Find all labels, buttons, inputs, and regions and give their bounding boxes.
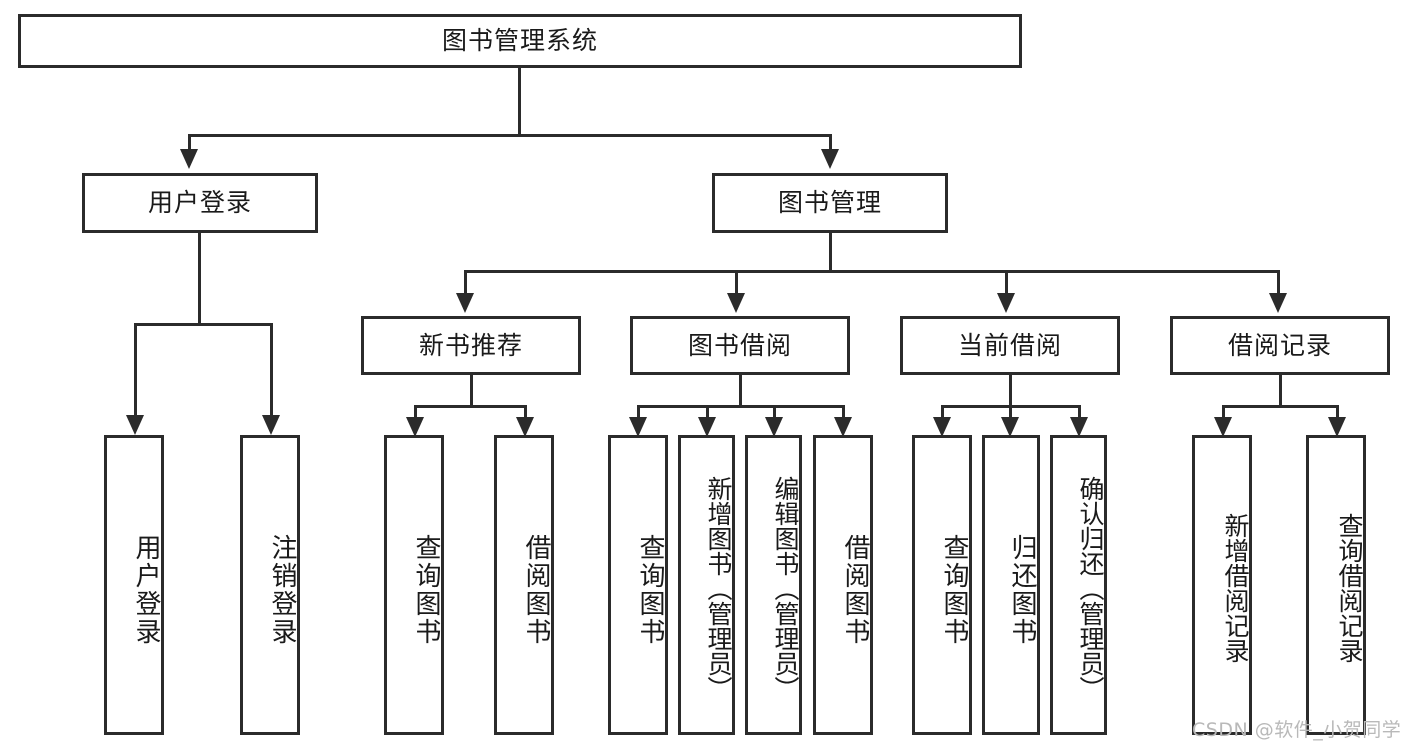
connector-bm-branch-3 <box>1005 270 1008 295</box>
node-label: 注销登录 <box>267 534 297 646</box>
node-label: 新增借阅记录 <box>1221 513 1250 663</box>
arrow-bm-to-borrow-record <box>1269 293 1287 313</box>
connector-user-login-branch-2 <box>270 323 273 417</box>
connector-br-branch-1 <box>1222 405 1225 419</box>
connector-nbr-branch-2 <box>524 405 527 419</box>
csdn-watermark: CSDN @软件_小贺同学 <box>1192 719 1402 741</box>
arrow-user-login-leaf-2 <box>262 415 280 435</box>
leaf-br-query-record[interactable]: 查询借阅记录 <box>1306 435 1366 735</box>
connector-nbr-stem <box>470 375 473 408</box>
node-user-login[interactable]: 用户登录 <box>82 173 318 233</box>
leaf-bb-edit-book-admin[interactable]: 编辑图书（管理员） <box>745 435 802 735</box>
node-label: 查询图书 <box>939 534 969 646</box>
connector-bb-stem <box>739 375 742 408</box>
connector-cb-branch-2 <box>1009 405 1012 419</box>
arrow-root-to-book-management <box>821 149 839 169</box>
arrow-cb-leaf-3 <box>1070 417 1088 437</box>
node-root-book-management-system[interactable]: 图书管理系统 <box>18 14 1022 68</box>
node-label: 新增图书（管理员） <box>704 475 733 701</box>
connector-br-bus <box>1222 405 1339 408</box>
arrow-br-leaf-2 <box>1328 417 1346 437</box>
connector-cb-branch-3 <box>1078 405 1081 419</box>
node-label: 归还图书 <box>1007 534 1037 646</box>
leaf-nbr-borrow-book[interactable]: 借阅图书 <box>494 435 554 735</box>
connector-bm-branch-2 <box>735 270 738 295</box>
arrow-bb-leaf-2 <box>698 417 716 437</box>
connector-bb-branch-1 <box>637 405 640 419</box>
connector-bb-branch-4 <box>842 405 845 419</box>
connector-root-stem <box>518 68 521 136</box>
arrow-bm-to-book-borrow <box>727 293 745 313</box>
node-current-borrow[interactable]: 当前借阅 <box>900 316 1120 375</box>
connector-root-to-user-login <box>188 134 191 151</box>
node-book-borrow[interactable]: 图书借阅 <box>630 316 850 375</box>
leaf-cb-return-book[interactable]: 归还图书 <box>982 435 1040 735</box>
node-label: 编辑图书（管理员） <box>771 475 800 701</box>
connector-user-login-bus <box>134 323 273 326</box>
connector-cb-stem <box>1009 375 1012 408</box>
connector-br-stem <box>1279 375 1282 408</box>
arrow-user-login-leaf-1 <box>126 415 144 435</box>
node-label: 借阅图书 <box>840 534 870 646</box>
connector-nbr-bus <box>414 405 527 408</box>
leaf-bb-query-book[interactable]: 查询图书 <box>608 435 668 735</box>
node-label: 图书管理系统 <box>441 26 598 56</box>
connector-user-login-stem <box>198 233 201 326</box>
leaf-cb-query-book[interactable]: 查询图书 <box>912 435 972 735</box>
leaf-br-add-record[interactable]: 新增借阅记录 <box>1192 435 1252 735</box>
connector-user-login-branch-1 <box>134 323 137 417</box>
arrow-bm-to-new-book-recommend <box>456 293 474 313</box>
arrow-bb-leaf-3 <box>765 417 783 437</box>
connector-book-management-stem <box>829 233 832 273</box>
arrow-br-leaf-1 <box>1214 417 1232 437</box>
connector-book-management-bus <box>464 270 1280 273</box>
leaf-bb-borrow-book[interactable]: 借阅图书 <box>813 435 873 735</box>
node-label: 图书管理 <box>777 188 882 218</box>
connector-root-to-book-management <box>829 134 832 151</box>
node-label: 图书借阅 <box>687 330 792 360</box>
node-label: 查询图书 <box>411 534 441 646</box>
leaf-cb-confirm-return-admin[interactable]: 确认归还（管理员） <box>1050 435 1107 735</box>
node-label: 查询借阅记录 <box>1335 513 1364 663</box>
node-label: 用户登录 <box>147 188 252 218</box>
node-label: 确认归还（管理员） <box>1076 475 1105 701</box>
node-label: 查询图书 <box>635 534 665 646</box>
connector-bb-bus <box>637 405 845 408</box>
connector-bb-branch-2 <box>706 405 709 419</box>
arrow-root-to-user-login <box>180 149 198 169</box>
arrow-bm-to-current-borrow <box>997 293 1015 313</box>
connector-bb-branch-3 <box>773 405 776 419</box>
node-label: 当前借阅 <box>957 330 1062 360</box>
node-label: 借阅图书 <box>521 534 551 646</box>
leaf-user-login-login[interactable]: 用户登录 <box>104 435 164 735</box>
leaf-user-login-logout[interactable]: 注销登录 <box>240 435 300 735</box>
arrow-nbr-leaf-1 <box>406 417 424 437</box>
node-label: 新书推荐 <box>418 330 523 360</box>
connector-bm-branch-1 <box>464 270 467 295</box>
arrow-cb-leaf-2 <box>1001 417 1019 437</box>
arrow-bb-leaf-4 <box>834 417 852 437</box>
leaf-nbr-query-book[interactable]: 查询图书 <box>384 435 444 735</box>
connector-bm-branch-4 <box>1277 270 1280 295</box>
arrow-cb-leaf-1 <box>933 417 951 437</box>
arrow-bb-leaf-1 <box>629 417 647 437</box>
connector-root-bus <box>188 134 831 137</box>
node-borrow-record[interactable]: 借阅记录 <box>1170 316 1390 375</box>
node-label: 借阅记录 <box>1227 330 1332 360</box>
node-book-management[interactable]: 图书管理 <box>712 173 948 233</box>
arrow-nbr-leaf-2 <box>516 417 534 437</box>
connector-br-branch-2 <box>1336 405 1339 419</box>
node-new-book-recommend[interactable]: 新书推荐 <box>361 316 581 375</box>
node-label: 用户登录 <box>131 534 161 646</box>
leaf-bb-add-book-admin[interactable]: 新增图书（管理员） <box>678 435 735 735</box>
connector-cb-branch-1 <box>941 405 944 419</box>
connector-nbr-branch-1 <box>414 405 417 419</box>
